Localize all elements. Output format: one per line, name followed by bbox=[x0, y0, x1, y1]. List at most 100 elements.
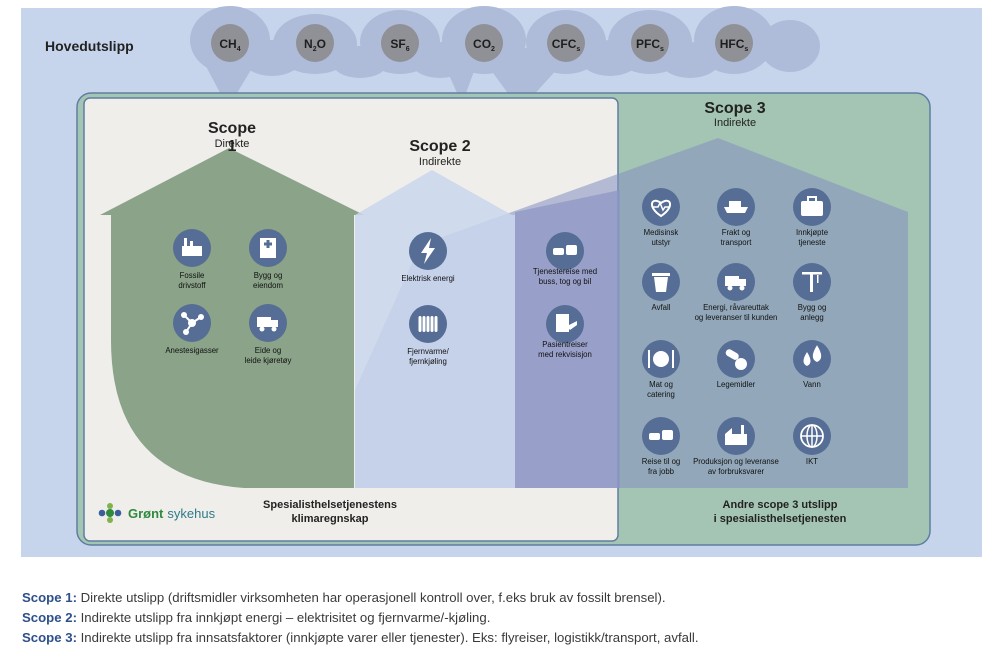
gas-pfc: PFCs bbox=[631, 24, 669, 62]
gas-circle bbox=[381, 24, 419, 62]
item-label: buss, tog og bil bbox=[539, 277, 592, 286]
gas-label: HFCs bbox=[720, 37, 749, 53]
scope-diagram: CH4 N2O SF6 CO2 CFCs PFCs HFCs Fossiledrivstof… bbox=[76, 6, 931, 546]
item-label: Bygg og bbox=[254, 271, 283, 280]
scope3-subtitle: Indirekte bbox=[713, 117, 757, 129]
item-label: Legemidler bbox=[717, 380, 756, 389]
gas-label: PFCs bbox=[636, 37, 664, 53]
globe-item: IKT bbox=[793, 417, 831, 466]
lightning-item: Elektrisk energi bbox=[401, 232, 455, 283]
item-label: Reise til og bbox=[642, 457, 681, 466]
scope3-title: Scope 3 bbox=[704, 100, 766, 117]
gas-label: N2O bbox=[304, 37, 326, 53]
gas-circle bbox=[465, 24, 503, 62]
item-label: drivstoff bbox=[178, 281, 206, 290]
item-label: Elektrisk energi bbox=[401, 274, 455, 283]
gas-circle bbox=[715, 24, 753, 62]
logo: Grønt sykehus bbox=[96, 502, 215, 524]
footer-left: Spesialisthelsetjenestens klimaregnskap bbox=[240, 498, 420, 526]
water-drops-item: Vann bbox=[793, 340, 831, 389]
gas-circle bbox=[547, 24, 585, 62]
legend-text-3: Indirekte utslipp fra innsatsfaktorer (i… bbox=[80, 630, 699, 645]
item-label: fjernkjøling bbox=[409, 357, 447, 366]
item-label: med rekvisisjon bbox=[538, 350, 592, 359]
item-label: Tjenestereise med bbox=[533, 267, 597, 276]
item-label: Mat og bbox=[649, 380, 673, 389]
gas-label: SF6 bbox=[390, 37, 409, 53]
item-label: eiendom bbox=[253, 281, 283, 290]
gas-circle bbox=[296, 24, 334, 62]
item-label: Frakt og bbox=[722, 228, 751, 237]
logo-text-2: sykehus bbox=[167, 505, 216, 521]
car-bus-icon bbox=[546, 232, 584, 270]
item-label: fra jobb bbox=[648, 467, 675, 476]
gas-sf6: SF6 bbox=[381, 24, 419, 62]
legend-label-3: Scope 3: bbox=[22, 630, 77, 645]
item-label: transport bbox=[721, 238, 753, 247]
item-label: leide kjøretøy bbox=[245, 356, 292, 365]
item-label: Medisinsk bbox=[644, 228, 679, 237]
scope1-house bbox=[100, 148, 364, 488]
gas-co2: CO2 bbox=[465, 24, 503, 62]
gas-label: CO2 bbox=[473, 37, 495, 53]
item-label: Fjernvarme/ bbox=[407, 347, 449, 356]
item-label: Eide og bbox=[255, 346, 281, 355]
gas-label: CH4 bbox=[219, 37, 240, 53]
radiator-item: Fjernvarme/fjernkjøling bbox=[407, 305, 450, 366]
logo-mark bbox=[98, 503, 122, 523]
legend-line-1: Scope 1: Direkte utslipp (driftsmidler v… bbox=[22, 590, 666, 605]
legend-label-2: Scope 2: bbox=[22, 610, 77, 625]
legend-text-1: Direkte utslipp (driftsmidler virksomhet… bbox=[80, 590, 666, 605]
cloud-band bbox=[190, 6, 820, 110]
commute-icon bbox=[642, 417, 680, 455]
item-label: Energi, råvareuttak bbox=[703, 303, 769, 312]
gas-circle bbox=[631, 24, 669, 62]
legend-text-2: Indirekte utslipp fra innkjøpt energi – … bbox=[80, 610, 491, 625]
footer-right-line2: i spesialisthelsetjenesten bbox=[713, 513, 847, 525]
item-label: catering bbox=[647, 390, 675, 399]
footer-right: Andre scope 3 utslipp i spesialisthelset… bbox=[680, 498, 880, 526]
footer-left-line2: klimaregnskap bbox=[291, 513, 369, 525]
item-label: Vann bbox=[803, 380, 821, 389]
legend-line-2: Scope 2: Indirekte utslipp fra innkjøpt … bbox=[22, 610, 490, 625]
footer-left-line1: Spesialisthelsetjenestens bbox=[263, 499, 397, 511]
item-label: Avfall bbox=[652, 303, 671, 312]
gas-n2o: N2O bbox=[296, 24, 334, 62]
item-label: av forbruksvarer bbox=[708, 467, 765, 476]
item-label: Innkjøpte bbox=[796, 228, 828, 237]
pills-item: Legemidler bbox=[717, 340, 756, 389]
footer-right-line1: Andre scope 3 utslipp bbox=[722, 499, 838, 511]
item-label: tjeneste bbox=[798, 238, 825, 247]
item-label: anlegg bbox=[800, 313, 823, 322]
molecule-item: Anestesigasser bbox=[165, 304, 219, 355]
item-label: Bygg og bbox=[798, 303, 827, 312]
gas-list: CH4 N2O SF6 CO2 CFCs PFCs HFCs bbox=[211, 24, 753, 62]
item-label: Fossile bbox=[180, 271, 205, 280]
item-label: Anestesigasser bbox=[165, 346, 219, 355]
trash-item: Avfall bbox=[642, 263, 680, 312]
item-label: IKT bbox=[806, 457, 818, 466]
logo-text-1: Grønt bbox=[128, 505, 164, 521]
gas-hfc: HFCs bbox=[715, 24, 753, 62]
legend-line-3: Scope 3: Indirekte utslipp fra innsatsfa… bbox=[22, 630, 699, 645]
gas-ch4: CH4 bbox=[211, 24, 249, 62]
scope2-subtitle: Indirekte bbox=[418, 156, 462, 168]
water-drops-icon bbox=[793, 340, 831, 378]
scope1-subtitle: Direkte bbox=[214, 138, 250, 150]
gas-cfc: CFCs bbox=[547, 24, 585, 62]
item-label: utstyr bbox=[651, 238, 670, 247]
item-label: og leveranser til kunden bbox=[695, 313, 778, 322]
scope2-title: Scope 2 bbox=[409, 138, 471, 155]
